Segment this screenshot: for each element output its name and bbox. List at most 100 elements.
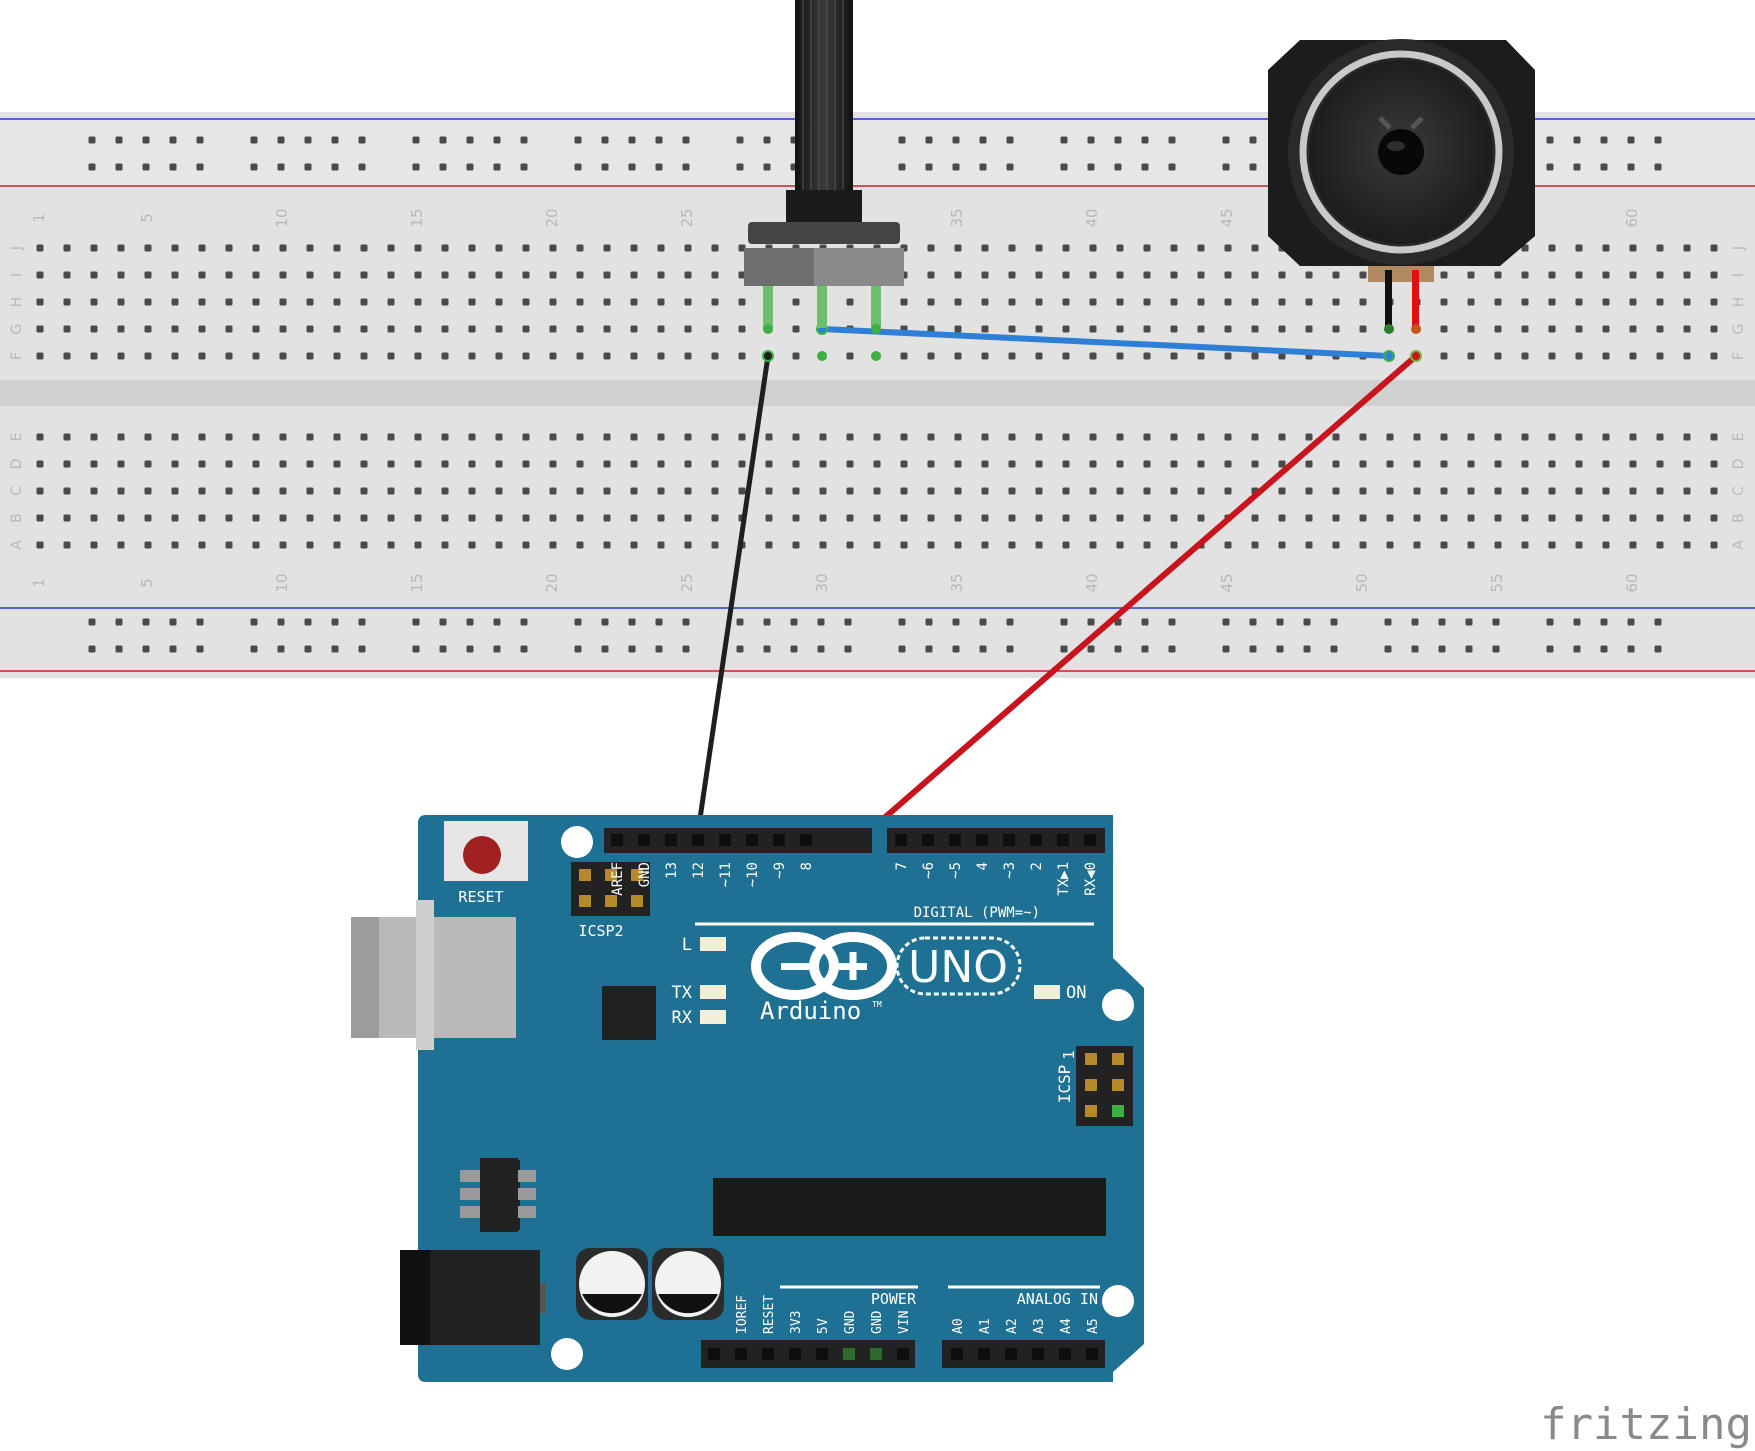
analog-caption: ANALOG IN	[1017, 1290, 1098, 1308]
breadboard-hole	[522, 541, 530, 549]
breadboard-hole	[603, 352, 611, 360]
digital-socket-~11[interactable]	[719, 834, 731, 846]
breadboard-hole	[738, 271, 746, 279]
digital-pin-label: 12	[691, 862, 707, 879]
breadboard-hole	[1602, 487, 1610, 495]
digital-socket-~5[interactable]	[949, 834, 961, 846]
power-socket-GND[interactable]	[870, 1348, 882, 1360]
uno-badge	[895, 936, 1022, 996]
breadboard-hole	[738, 460, 746, 468]
breadboard-hole	[630, 433, 638, 441]
breadboard-hole	[846, 460, 854, 468]
breadboard-hole	[1251, 541, 1259, 549]
breadboard-hole	[1251, 433, 1259, 441]
on-label: ON	[1066, 983, 1086, 1003]
breadboard-hole	[360, 352, 368, 360]
breadboard-hole	[522, 433, 530, 441]
wire-red[interactable]	[857, 353, 1419, 842]
digital-socket-~6[interactable]	[922, 834, 934, 846]
breadboard-hole	[63, 460, 71, 468]
rail-hole	[1168, 136, 1176, 144]
breadboard-hole	[927, 298, 935, 306]
breadboard-hole	[1548, 514, 1556, 522]
column-number-bottom: 20	[543, 573, 561, 592]
breadboard-hole	[1413, 487, 1421, 495]
digital-socket-4[interactable]	[976, 834, 988, 846]
wire-blue[interactable]	[819, 326, 1392, 359]
breadboard-hole	[846, 433, 854, 441]
digital-socket-GND[interactable]	[638, 834, 650, 846]
analog-socket-A5[interactable]	[1086, 1348, 1098, 1360]
breadboard-hole	[441, 487, 449, 495]
breadboard-hole	[63, 433, 71, 441]
digital-socket-7[interactable]	[895, 834, 907, 846]
digital-socket-TX▶1[interactable]	[1057, 834, 1069, 846]
rail-hole	[574, 163, 582, 171]
breadboard-hole	[1305, 541, 1313, 549]
breadboard-hole	[252, 244, 260, 252]
breadboard-hole	[1143, 298, 1151, 306]
row-letter-right: A	[1731, 540, 1747, 550]
speaker[interactable]	[1268, 39, 1535, 334]
breadboard-hole	[1008, 460, 1016, 468]
analog-socket-A3[interactable]	[1032, 1348, 1044, 1360]
breadboard-hole	[1494, 514, 1502, 522]
rail-hole	[520, 163, 528, 171]
potentiometer[interactable]	[744, 0, 904, 361]
digital-socket-12[interactable]	[692, 834, 704, 846]
breadboard-hole	[198, 244, 206, 252]
rail-hole	[817, 645, 825, 653]
digital-pin-label: ~11	[718, 862, 734, 887]
breadboard-hole	[1224, 325, 1232, 333]
power-socket-3V3[interactable]	[789, 1348, 801, 1360]
analog-socket-A0[interactable]	[951, 1348, 963, 1360]
breadboard-hole	[954, 352, 962, 360]
rail-hole	[142, 136, 150, 144]
rail-hole	[520, 618, 528, 626]
shaft-ridges	[802, 0, 844, 190]
power-socket-RESET[interactable]	[762, 1348, 774, 1360]
digital-socket-~10[interactable]	[746, 834, 758, 846]
breadboard-hole	[738, 244, 746, 252]
breadboard-hole	[711, 514, 719, 522]
breadboard-hole	[441, 460, 449, 468]
analog-socket-A2[interactable]	[1005, 1348, 1017, 1360]
power-socket-IOREF[interactable]	[735, 1348, 747, 1360]
breadboard-hole	[1683, 325, 1691, 333]
analog-socket-A1[interactable]	[978, 1348, 990, 1360]
breadboard-hole	[144, 460, 152, 468]
breadboard-hole	[495, 325, 503, 333]
power-socket-VIN[interactable]	[897, 1348, 909, 1360]
rail-hole	[1384, 645, 1392, 653]
digital-socket-13[interactable]	[665, 834, 677, 846]
breadboard-hole	[1386, 460, 1394, 468]
digital-socket-AREF[interactable]	[611, 834, 623, 846]
led-l	[700, 937, 726, 951]
breadboard-hole	[360, 325, 368, 333]
breadboard-hole	[1656, 541, 1664, 549]
row-letter-left: A	[9, 540, 25, 550]
breadboard-hole	[576, 541, 584, 549]
rail-hole	[493, 136, 501, 144]
digital-socket-~9[interactable]	[773, 834, 785, 846]
power-socket-GND[interactable]	[843, 1348, 855, 1360]
power-socket-5V[interactable]	[816, 1348, 828, 1360]
breadboard-hole	[522, 352, 530, 360]
breadboard-hole	[279, 433, 287, 441]
wire-black[interactable]	[694, 353, 771, 842]
power-socket-nc[interactable]	[708, 1348, 720, 1360]
breadboard-hole	[522, 460, 530, 468]
breadboard-hole	[1575, 433, 1583, 441]
column-number-bottom: 35	[948, 573, 966, 592]
column-number-top: 10	[273, 208, 291, 227]
digital-socket-RX◀0[interactable]	[1084, 834, 1096, 846]
digital-socket-2[interactable]	[1030, 834, 1042, 846]
reset-button[interactable]	[463, 836, 501, 874]
digital-socket-8[interactable]	[800, 834, 812, 846]
analog-socket-A4[interactable]	[1059, 1348, 1071, 1360]
breadboard-hole	[441, 514, 449, 522]
digital-socket-~3[interactable]	[1003, 834, 1015, 846]
breadboard-hole	[90, 460, 98, 468]
power-pin-label: GND	[843, 1310, 858, 1334]
